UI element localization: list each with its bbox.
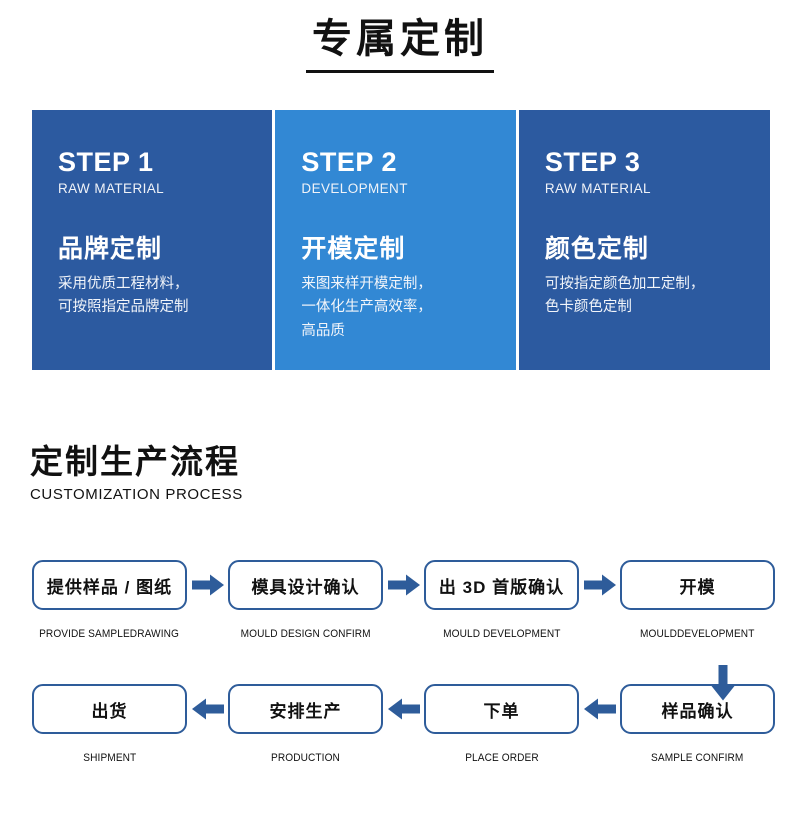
page-title-container: 专属定制: [0, 0, 800, 73]
flow-step-production[interactable]: 安排生产 PRODUCTION: [228, 684, 383, 764]
flow-box-label[interactable]: 安排生产: [228, 684, 383, 734]
step-1-title: 品牌定制: [58, 234, 163, 263]
step-panel-3: STEP 3 RAW MATERIAL 颜色定制 可按指定颜色加工定制， 色卡颜…: [518, 110, 770, 370]
step-2-description: 来图来样开模定制， 一体化生产高效率， 高品质: [301, 275, 432, 339]
step-3-title: 颜色定制: [544, 234, 649, 263]
flow-step-sample-confirm[interactable]: 样品确认 SAMPLE CONFIRM: [620, 684, 775, 764]
flow-box-caption: PLACE ORDER: [464, 752, 539, 764]
flow-box-label[interactable]: 开模: [620, 560, 775, 610]
step-3-number: STEP 3: [544, 147, 641, 177]
flow-box-label[interactable]: 样品确认: [620, 684, 775, 734]
process-flow-row-1: 提供样品 / 图纸 PROVIDE SAMPLEDRAWING 模具设计确认 M…: [0, 560, 800, 640]
flow-box-label[interactable]: 出货: [32, 684, 187, 734]
flow-box-label[interactable]: 出 3D 首版确认: [424, 560, 579, 610]
flow-box-caption: MOULD DESIGN CONFIRM: [240, 628, 371, 640]
arrow-right-icon: [583, 574, 616, 596]
step-1-subtitle: RAW MATERIAL: [58, 180, 165, 196]
flow-box-caption: SHIPMENT: [82, 752, 137, 764]
step-2-number: STEP 2: [301, 147, 397, 177]
arrow-left-2: [383, 684, 424, 734]
flow-box-caption: MOULD DEVELOPMENT: [442, 628, 561, 640]
arrow-right-icon: [191, 574, 224, 596]
step-3-description: 可按指定颜色加工定制， 色卡颜色定制: [544, 275, 705, 316]
arrow-right-2: [383, 560, 424, 610]
flow-step-open-mould[interactable]: 开模 MOULDDEVELOPMENT: [620, 560, 775, 640]
step-3-subtitle: RAW MATERIAL: [544, 180, 651, 196]
process-flow: 提供样品 / 图纸 PROVIDE SAMPLEDRAWING 模具设计确认 M…: [0, 560, 800, 764]
process-heading-en: CUSTOMIZATION PROCESS: [30, 485, 243, 503]
flow-box-label[interactable]: 模具设计确认: [228, 560, 383, 610]
flow-box-label[interactable]: 提供样品 / 图纸: [32, 560, 187, 610]
arrow-left-1: [187, 684, 228, 734]
page-title: 专属定制: [306, 14, 494, 73]
flow-box-caption: SAMPLE CONFIRM: [651, 752, 744, 764]
step-2-subtitle: DEVELOPMENT: [301, 180, 408, 196]
flow-step-3d-sample[interactable]: 出 3D 首版确认 MOULD DEVELOPMENT: [424, 560, 579, 640]
arrow-left-icon: [387, 698, 420, 720]
step-1-description: 采用优质工程材料， 可按照指定品牌定制: [58, 275, 189, 316]
process-heading-cn: 定制生产流程: [30, 443, 240, 480]
arrow-right-icon: [387, 574, 420, 596]
step-2-title: 开模定制: [301, 234, 406, 263]
flow-step-provide-sample[interactable]: 提供样品 / 图纸 PROVIDE SAMPLEDRAWING: [32, 560, 187, 640]
step-panel-1: STEP 1 RAW MATERIAL 品牌定制 采用优质工程材料， 可按照指定…: [32, 110, 273, 370]
flow-box-caption: PRODUCTION: [271, 752, 340, 764]
step-1-number: STEP 1: [58, 147, 154, 177]
flow-box-caption: PROVIDE SAMPLEDRAWING: [39, 628, 180, 640]
flow-box-caption: MOULDDEVELOPMENT: [640, 628, 755, 640]
arrow-right-1: [187, 560, 228, 610]
process-heading: 定制生产流程 CUSTOMIZATION PROCESS: [30, 443, 243, 503]
arrow-left-3: [579, 684, 620, 734]
flow-step-shipment[interactable]: 出货 SHIPMENT: [32, 684, 187, 764]
arrow-left-icon: [191, 698, 224, 720]
arrow-right-3: [579, 560, 620, 610]
process-flow-row-2: 出货 SHIPMENT 安排生产 PRODUCTION 下单 PLACE ORD…: [0, 684, 800, 764]
flow-step-mould-design[interactable]: 模具设计确认 MOULD DESIGN CONFIRM: [228, 560, 383, 640]
step-panel-2: STEP 2 DEVELOPMENT 开模定制 来图来样开模定制， 一体化生产高…: [275, 110, 516, 370]
steps-strip: STEP 1 RAW MATERIAL 品牌定制 采用优质工程材料， 可按照指定…: [32, 110, 770, 370]
flow-step-place-order[interactable]: 下单 PLACE ORDER: [424, 684, 579, 764]
flow-box-label[interactable]: 下单: [424, 684, 579, 734]
arrow-left-icon: [583, 698, 616, 720]
